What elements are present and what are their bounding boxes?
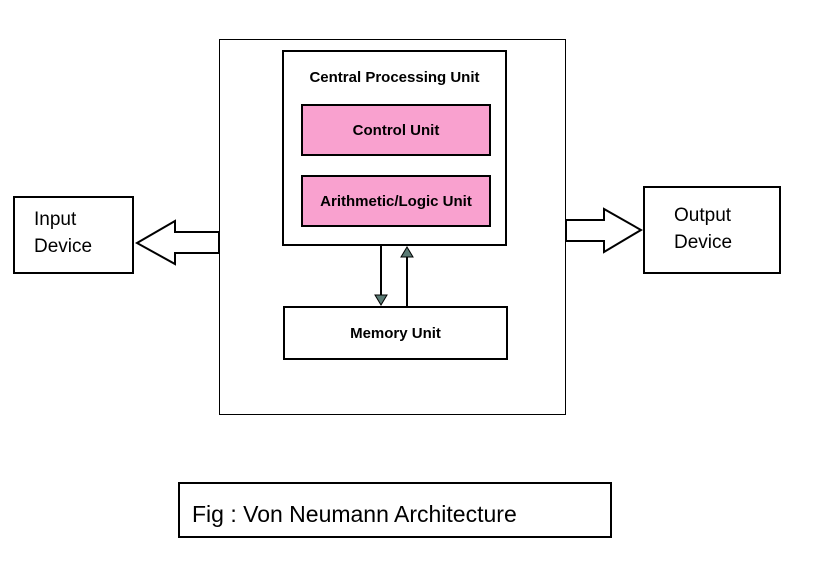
cpu-title: Central Processing Unit [309,69,480,86]
output-device-label-line1: Output [674,205,732,226]
output-device-box: Output Device [643,186,781,274]
control-unit-box: Control Unit [301,104,491,156]
alu-box: Arithmetic/Logic Unit [301,175,491,227]
output-device-label-line2: Device [674,232,733,253]
input-device-label-line2: Device [34,236,93,257]
output-arrow [565,207,643,254]
input-device-label-line1: Input [34,209,77,230]
memory-to-cpu-arrowhead [400,246,414,258]
figure-caption: Fig : Von Neumann Architecture [178,482,612,538]
cpu-to-memory-arrowhead [374,294,388,306]
memory-unit-box: Memory Unit [283,306,508,360]
input-arrow [134,219,220,266]
input-device-box: Input Device [13,196,134,274]
